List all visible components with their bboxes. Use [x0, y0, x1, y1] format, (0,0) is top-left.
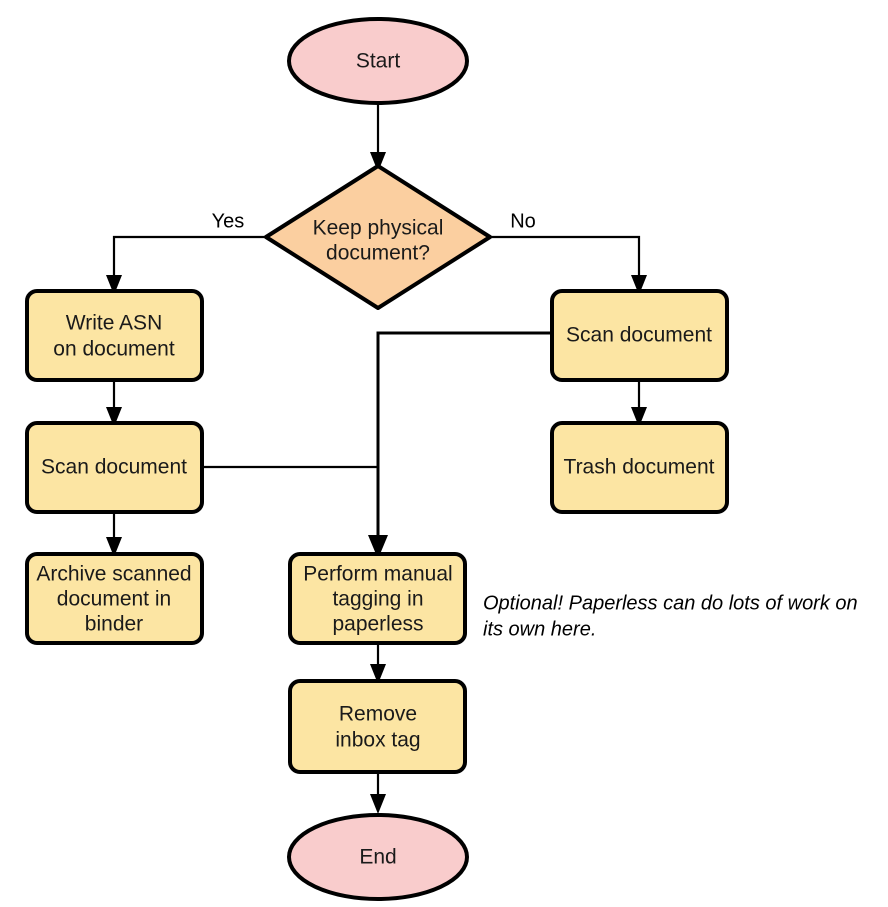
edge-scanright-to-trash — [631, 380, 647, 427]
node-end[interactable]: End — [287, 813, 469, 901]
node-trash-document[interactable]: Trash document — [550, 421, 729, 514]
arrow-head-icon — [631, 275, 647, 295]
edge-removeinbox-to-end — [370, 772, 386, 814]
scan-document-right-box — [550, 289, 729, 382]
branch-label-no: No — [510, 210, 536, 232]
annotation-line2: its own here. — [483, 618, 596, 640]
archive-label-line1: Archive scanned — [36, 563, 191, 586]
trash-document-label: Trash document — [564, 456, 715, 479]
archive-label-line3: binder — [85, 613, 143, 636]
manual-tagging-box — [288, 552, 467, 645]
start-ellipse — [287, 17, 469, 105]
trash-document-box — [550, 421, 729, 514]
node-write-asn[interactable]: Write ASN on document — [25, 289, 204, 382]
start-label: Start — [356, 50, 401, 73]
arrow-head-icon — [370, 664, 386, 684]
write-asn-label-line2: on document — [53, 338, 175, 361]
node-perform-manual-tagging[interactable]: Perform manual tagging in paperless — [288, 552, 467, 645]
edge-scanleft-to-archive — [106, 511, 122, 557]
arrow-head-icon — [368, 535, 388, 559]
edge-manualtag-to-removeinbox — [370, 641, 386, 684]
remove-inbox-tag-box — [288, 679, 467, 774]
edge-start-to-decision — [370, 103, 386, 172]
decision-label-line2: document? — [326, 242, 430, 265]
arrow-head-icon — [370, 794, 386, 814]
annotation-optional-paperless: Optional! Paperless can do lots of work … — [483, 592, 858, 640]
remove-inbox-label-line1: Remove — [339, 703, 417, 726]
edge-decision-no — [490, 235, 647, 295]
scan-document-left-box — [25, 421, 204, 514]
node-start[interactable]: Start — [287, 17, 469, 105]
decision-diamond — [264, 164, 492, 310]
arrow-head-icon — [106, 275, 122, 295]
node-remove-inbox-tag[interactable]: Remove inbox tag — [288, 679, 467, 774]
manual-tagging-label-line2: tagging in — [332, 588, 423, 611]
arrow-head-icon — [370, 152, 386, 172]
edge-scanright-to-manualtag — [368, 331, 552, 559]
node-archive-scanned-document[interactable]: Archive scanned document in binder — [25, 552, 204, 645]
manual-tagging-label-line1: Perform manual — [303, 563, 452, 586]
arrow-head-icon — [631, 407, 647, 427]
annotation-line1: Optional! Paperless can do lots of work … — [483, 592, 858, 614]
remove-inbox-label-line2: inbox tag — [335, 729, 420, 752]
edge-group — [106, 103, 647, 814]
archive-box — [25, 552, 204, 645]
edge-decision-yes — [106, 235, 266, 295]
edge-writeasn-to-scanleft — [106, 380, 122, 427]
decision-label-line1: Keep physical — [313, 217, 444, 240]
node-decision-keep-physical-document[interactable]: Keep physical document? — [264, 164, 492, 310]
manual-tagging-label-line3: paperless — [332, 613, 423, 636]
scan-document-left-label: Scan document — [41, 456, 187, 479]
arrow-head-icon — [106, 407, 122, 427]
end-label: End — [359, 846, 396, 869]
node-scan-document-left[interactable]: Scan document — [25, 421, 204, 514]
archive-label-line2: document in — [57, 588, 171, 611]
arrow-head-icon — [106, 537, 122, 557]
branch-label-yes: Yes — [212, 210, 245, 232]
node-scan-document-right[interactable]: Scan document — [550, 289, 729, 382]
end-ellipse — [287, 813, 469, 901]
write-asn-box — [25, 289, 204, 382]
write-asn-label-line1: Write ASN — [66, 312, 162, 335]
scan-document-right-label: Scan document — [566, 324, 712, 347]
